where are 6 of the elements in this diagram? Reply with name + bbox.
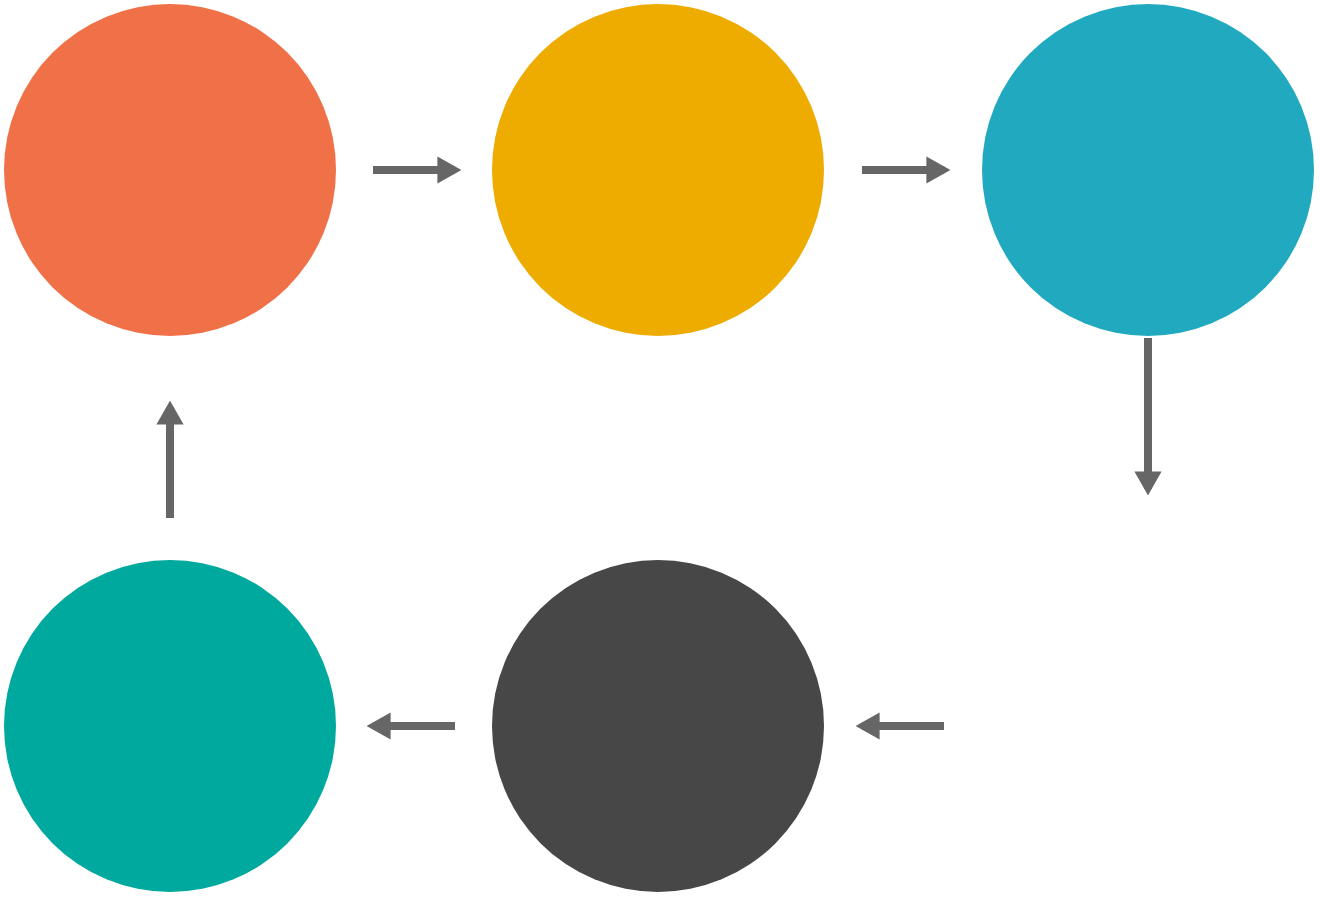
arrow: [855, 712, 944, 740]
arrow: [156, 400, 184, 518]
arrow: [366, 712, 455, 740]
arrow: [373, 156, 462, 184]
arrow: [862, 156, 951, 184]
arrow: [1134, 338, 1162, 496]
